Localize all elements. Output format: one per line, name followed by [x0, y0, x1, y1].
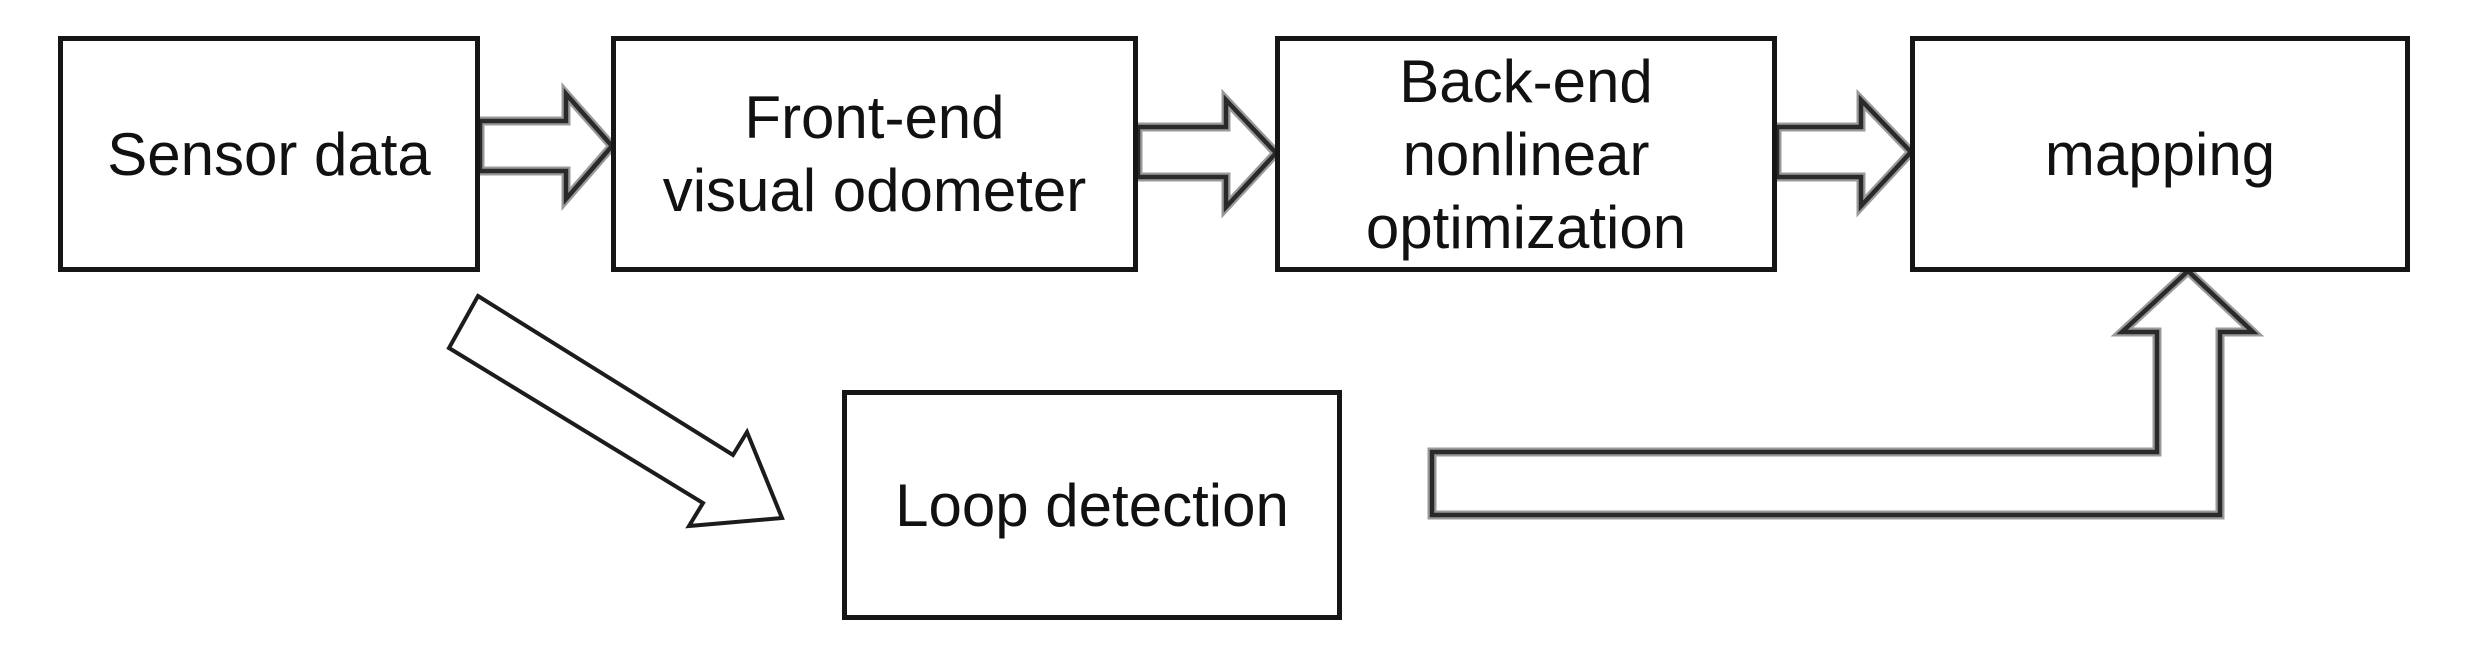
box-label-line: Back-end [1399, 47, 1653, 115]
arrow-loop-to-mapping [1427, 264, 2265, 520]
box-front-end-visual-odometer: Front-end visual odometer [611, 36, 1138, 272]
block-arrow-shape [446, 293, 785, 529]
box-loop-detection: Loop detection [842, 390, 1342, 620]
box-label: Loop detection [895, 471, 1289, 539]
block-arrow-outline [1774, 94, 1915, 212]
block-arrow-outline [1429, 267, 2259, 518]
box-sensor-data: Sensor data [58, 36, 480, 272]
box-label-line: Front-end [744, 84, 1005, 151]
box-label-line: optimization [1365, 193, 1687, 261]
box-label-line: visual odometer [662, 157, 1087, 224]
block-arrow-outline [477, 88, 615, 206]
block-arrow-shape [1772, 88, 1918, 218]
arrow-frontend-to-backend [1133, 88, 1283, 219]
arrow-sensor-to-frontend [475, 82, 618, 212]
arrow-backend-to-mapping [1772, 88, 1918, 218]
block-arrow-shape [1133, 88, 1283, 219]
block-arrow-shape [475, 82, 618, 212]
box-label: mapping [2044, 120, 2276, 188]
block-arrow-outline [1135, 94, 1280, 213]
box-mapping: mapping [1910, 36, 2410, 272]
box-back-end-nonlinear-optimization: Back-end nonlinear optimization [1275, 36, 1777, 272]
block-arrow-shape [1427, 264, 2265, 520]
arrow-sensor-to-loop [446, 293, 785, 529]
box-label: Sensor data [107, 120, 431, 188]
box-label-line: nonlinear [1402, 120, 1650, 188]
